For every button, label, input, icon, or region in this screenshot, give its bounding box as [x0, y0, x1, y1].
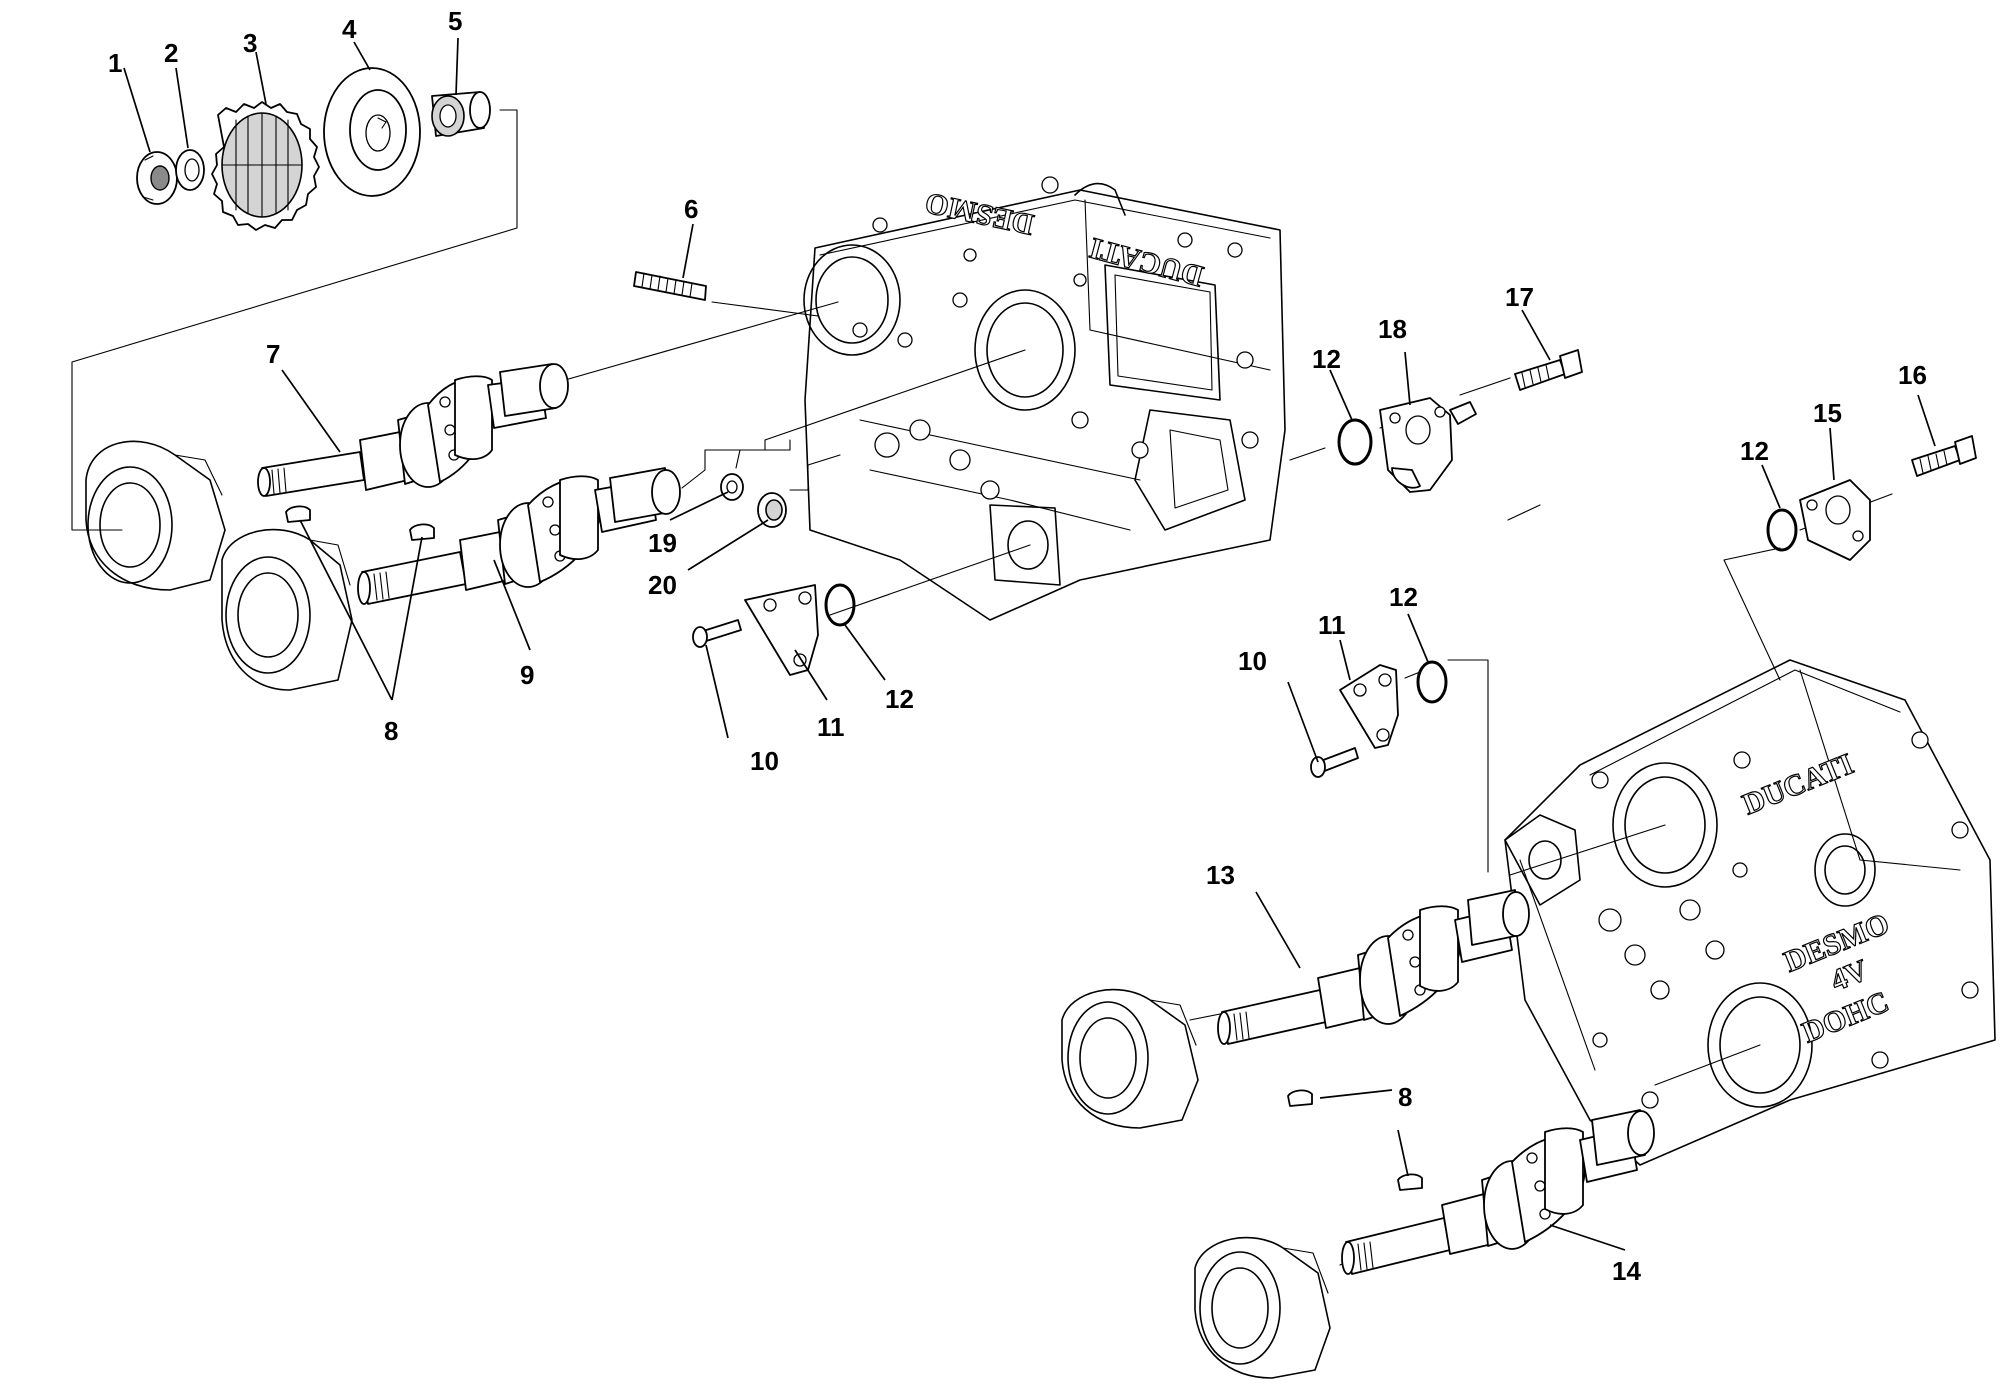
- spacer-part-5: [431, 91, 491, 137]
- callout-8-upper: 8: [384, 716, 398, 746]
- callout-20: 20: [648, 570, 677, 600]
- oring-part-12-upper-right: [1337, 418, 1373, 466]
- bearing-housing-upper-a: [85, 440, 226, 591]
- callout-4: 4: [342, 14, 357, 44]
- oring-part-12-lower: [1416, 660, 1448, 704]
- callout-11-lower: 11: [1318, 610, 1346, 640]
- seal-part-19: [720, 473, 744, 501]
- nut-part-1: [136, 151, 178, 205]
- bolt-part-16: [1911, 435, 1977, 477]
- bolt-part-17: [1514, 349, 1583, 391]
- callout-11-upper: 11: [817, 712, 845, 742]
- timing-pulley-part-3: [211, 101, 320, 231]
- callout-8-lower: 8: [1398, 1082, 1412, 1112]
- callout-3: 3: [243, 28, 257, 58]
- lower-cylinder-head: DUCATI DESMO 4V DOHC: [1504, 659, 1996, 1166]
- callout-2: 2: [164, 38, 178, 68]
- cover-plate-part-11-upper: [744, 584, 819, 676]
- key-part-8-d: [1397, 1173, 1423, 1191]
- camshaft-part-14: [1341, 1109, 1655, 1275]
- sensor-plate-part-15: [1799, 479, 1871, 561]
- callout-18: 18: [1378, 314, 1407, 344]
- callout-10-lower: 10: [1238, 646, 1267, 676]
- callout-17: 17: [1505, 282, 1534, 312]
- callout-15: 15: [1813, 398, 1842, 428]
- cover-plate-part-11-lower: [1339, 664, 1399, 749]
- callout-12-lower: 12: [1389, 582, 1418, 612]
- camshaft-part-7: [257, 363, 569, 497]
- callout-13: 13: [1206, 860, 1235, 890]
- callout-5: 5: [448, 6, 462, 36]
- oring-part-12-upper-left: [824, 583, 856, 627]
- pulley-flange-part-4: [323, 67, 421, 197]
- callout-14: 14: [1612, 1256, 1641, 1286]
- stud-part-6: [633, 271, 707, 301]
- callout-10-upper: 10: [750, 746, 779, 776]
- callout-1: 1: [108, 48, 122, 78]
- callout-6: 6: [684, 194, 698, 224]
- casting-text-desmo-upper: DESMO: [922, 186, 1036, 241]
- camshaft-part-13: [1217, 889, 1530, 1045]
- leader-lines: [123, 37, 1936, 1251]
- screw-part-10-upper: [692, 619, 742, 648]
- callout-9: 9: [520, 660, 534, 690]
- bearing-housing-lower-a: [1061, 988, 1199, 1129]
- callout-19: 19: [648, 528, 677, 558]
- bearing-housing-upper-b: [221, 528, 353, 691]
- casting-text-ducati-lower: DUCATI: [1738, 747, 1858, 821]
- callout-12-right: 12: [1740, 436, 1769, 466]
- camshaft-part-9: [357, 467, 681, 605]
- assembly-lines: [71, 109, 1893, 1266]
- sensor-plate-part-18: [1379, 397, 1477, 493]
- oring-part-12-right: [1766, 508, 1798, 552]
- bearing-housing-lower-b: [1194, 1236, 1331, 1379]
- key-part-8-b: [409, 523, 435, 541]
- callout-labels: 1 2 3 4 5 6 7 8 9 19 20 10 11 12 12 18 1…: [108, 6, 1927, 1286]
- callout-7: 7: [266, 339, 280, 369]
- washer-part-2: [175, 149, 205, 191]
- callout-12-upper-left: 12: [885, 684, 914, 714]
- seal-part-20: [757, 492, 787, 528]
- key-part-8-a: [285, 505, 311, 523]
- key-part-8-c: [1287, 1089, 1313, 1107]
- callout-16: 16: [1898, 360, 1927, 390]
- upper-cylinder-head: DESMO DUCATI: [803, 176, 1286, 621]
- callout-12-upper-right: 12: [1312, 344, 1341, 374]
- screw-part-10-lower: [1310, 747, 1359, 778]
